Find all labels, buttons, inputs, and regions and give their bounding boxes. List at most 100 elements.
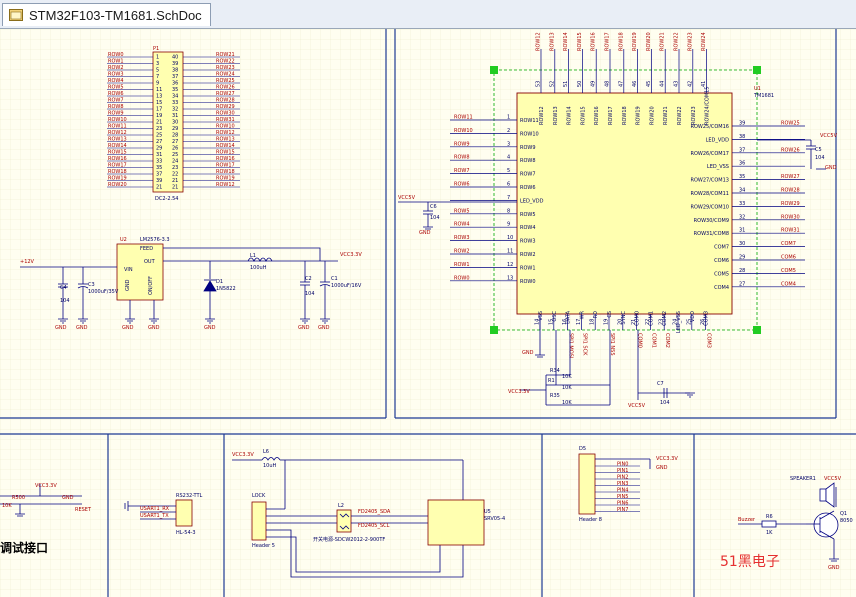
d1-label: D1: [216, 279, 223, 285]
u2-gnd: GND: [125, 279, 131, 291]
u1-pin-name: LED_VDD: [706, 137, 730, 143]
u1-pin-num: 5: [507, 168, 510, 174]
speaker-block[interactable]: SPEAKER1 VCC5V R6 1K Buzzer Q1 8050 GND: [738, 476, 853, 571]
debug-net-vcc: VCC3.3V: [35, 483, 57, 489]
selection-handle[interactable]: [753, 326, 761, 334]
debug-net-reset: RESET: [75, 507, 92, 513]
p1-pin-num: 11: [156, 87, 162, 93]
u1-pin-net: ROW0: [454, 275, 470, 281]
p1-pin-num: 24: [172, 159, 178, 165]
u1-pin-name: COM5: [714, 271, 729, 277]
u1-pin-name: ROW11: [520, 118, 539, 124]
p1-pin-num: 13: [156, 94, 162, 100]
u1-pin-name: ROW18: [622, 106, 628, 125]
u1-pin-num: 41: [701, 81, 707, 87]
p1-designator: P1: [153, 46, 159, 52]
u1-pin-num: 26: [700, 319, 706, 325]
u1-pin-num: 50: [577, 81, 583, 87]
u1-pin-name: LED_VSS: [707, 164, 729, 170]
u1-pin-net: ROW2: [454, 249, 470, 255]
u1-pin-num: 39: [739, 121, 745, 127]
u1-pin-num: 7: [507, 195, 510, 201]
p1-pin-num: 26: [172, 146, 178, 152]
uart-designator: RS232-TTL: [176, 493, 203, 499]
r6-value: 1K: [766, 530, 773, 536]
c3-value: 1000uF/35V: [88, 289, 119, 295]
l2-label: L2: [338, 503, 344, 509]
u1-pin-net: COM3: [706, 333, 712, 348]
p1-net-left: ROW9: [108, 111, 124, 117]
u1-pin-net: ROW21: [660, 32, 666, 51]
p1-net-right: ROW27: [216, 91, 235, 97]
u2-out: OUT: [144, 259, 156, 265]
p1-pin-num: 1: [156, 55, 159, 61]
net-vcc33: VCC3.3V: [340, 252, 362, 258]
lock-label: LOCK: [252, 493, 266, 499]
u1-pin-net: ROW27: [781, 174, 800, 180]
p1-pin-num: 9: [156, 81, 159, 87]
speaker-gnd: GND: [828, 565, 840, 571]
selection-handle[interactable]: [753, 66, 761, 74]
u1-pin-name: ROW16: [594, 106, 600, 125]
u1-pin-num: 9: [507, 222, 510, 228]
l1-value: 100uH: [250, 265, 267, 271]
u1-pin-name: COM3: [704, 311, 710, 326]
u1-pin-num: 36: [739, 161, 745, 167]
u1-pin-net: SPI1 NSS: [609, 333, 615, 356]
schematic-doc-icon: [9, 9, 23, 21]
u1-pin-num: 31: [739, 228, 745, 234]
document-tab[interactable]: STM32F103-TM1681.SchDoc: [2, 3, 211, 26]
u1-pin-net: ROW17: [605, 32, 611, 51]
u1-pin-num: 28: [739, 268, 745, 274]
p1-pin-num: 33: [156, 159, 162, 165]
u1-pin-net: ROW14: [563, 32, 569, 51]
p1-pin-num: 35: [156, 165, 162, 171]
p1-net-left: ROW1: [108, 59, 124, 65]
p1-net-left: ROW18: [108, 169, 127, 175]
p1-pin-num: 34: [172, 94, 178, 100]
u1-pin-name: ROW31/COM8: [694, 231, 729, 237]
p1-net-right: ROW25: [216, 78, 235, 84]
regulator-block[interactable]: U2 LM2576-3.3 VIN OUT FEED GND ON/OFF +1…: [20, 237, 362, 331]
d5-net: VCC3.3V: [656, 456, 678, 462]
u1-pin-num: 44: [660, 81, 666, 87]
u1-gnd: GND: [522, 350, 534, 356]
p1-pin-num: 32: [172, 107, 178, 113]
u1-pin-net: SPI1 SCK: [581, 333, 587, 356]
p1-net-left: ROW0: [108, 52, 124, 58]
u1-pin-num: 19: [604, 319, 610, 325]
speaker-label: SPEAKER1: [790, 476, 816, 482]
p1-net-right: ROW18: [216, 169, 235, 175]
u2-vin: VIN: [124, 267, 133, 273]
u1-pin-net: ROW16: [591, 32, 597, 51]
c1-value: 1000uF/16V: [331, 283, 362, 289]
p1-net-left: ROW14: [108, 143, 127, 149]
u1-pin-num: 47: [618, 81, 624, 87]
pullup-net: VCC3.3V: [508, 389, 530, 395]
u1-pin-net: ROW3: [454, 235, 470, 241]
u1-right-pins: 39ROW25/COM16ROW2538LED_VDD37ROW26/COM17…: [690, 121, 805, 291]
u1-pin-name: VSS: [538, 311, 544, 321]
p1-pin-num: 7: [156, 74, 159, 80]
lock-block[interactable]: VCC3.3V L6 10uH LOCK Header 5 L2 FD2405_…: [232, 449, 505, 578]
u1-body: [516, 92, 733, 315]
p1-net-right: ROW28: [216, 98, 235, 104]
selection-handle[interactable]: [490, 66, 498, 74]
uart-part: HL-54-3: [176, 530, 196, 536]
p1-net-right: ROW24: [216, 72, 235, 78]
debug-interface-block[interactable]: VCC3.3V R500 10K RESET GND 调试接口: [0, 483, 92, 555]
u1-pin-net: ROW29: [781, 201, 800, 207]
u1-pin-name: ROW24/COM15: [705, 86, 711, 125]
u1-pin-num: 34: [739, 188, 745, 194]
u1-pin-name: ROW27/COM13: [690, 178, 729, 184]
uart-block[interactable]: RS232-TTL HL-54-3 USART1_RX USART1_TX: [124, 493, 203, 536]
u1-pin-net: COM7: [781, 241, 796, 247]
selection-handle[interactable]: [490, 326, 498, 334]
u2-feed: FEED: [140, 246, 153, 252]
ic-u1-tm1681[interactable]: U1 TM1681 1ROW11ROW112ROW10ROW103ROW9ROW…: [398, 32, 838, 409]
u1-support: [398, 139, 826, 406]
